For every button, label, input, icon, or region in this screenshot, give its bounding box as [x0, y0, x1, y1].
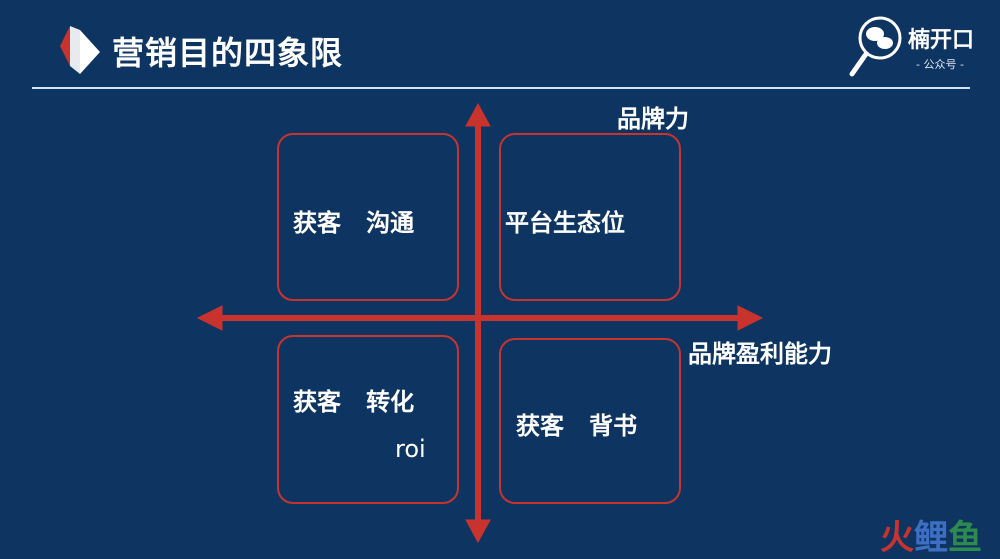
y-axis-label: 品牌力 — [617, 105, 689, 133]
x-axis-label: 品牌盈利能力 — [688, 340, 832, 368]
watermark-logo: 火鲤鱼 — [880, 518, 982, 558]
quadrant-top-left — [277, 133, 459, 301]
title-divider — [32, 87, 970, 89]
quadrant-bottom-left-extra: roi — [395, 435, 426, 463]
quadrant-bottom-left-label: 获客 转化 — [293, 388, 415, 416]
brand-subtitle: - 公众号 - — [916, 58, 964, 71]
magnifier-wechat-icon — [849, 16, 902, 77]
x-axis-arrow-right — [737, 305, 764, 331]
x-axis-arrow-left — [196, 305, 223, 331]
brand-name: 楠开口 — [908, 28, 975, 53]
page-title: 营销目的四象限 — [112, 34, 344, 72]
quadrant-bottom-right-label: 获客 背书 — [516, 412, 638, 440]
title-marker-icon — [60, 26, 100, 74]
quadrant-bottom-left — [277, 335, 459, 504]
y-axis-arrow-down — [465, 519, 491, 544]
quadrant-bottom-right — [499, 338, 681, 504]
quadrant-top-left-label: 获客 沟通 — [293, 209, 415, 237]
y-axis-arrow-up — [465, 102, 491, 127]
quadrant-top-right-label: 平台生态位 — [505, 209, 625, 237]
quadrant-top-right — [499, 133, 681, 301]
